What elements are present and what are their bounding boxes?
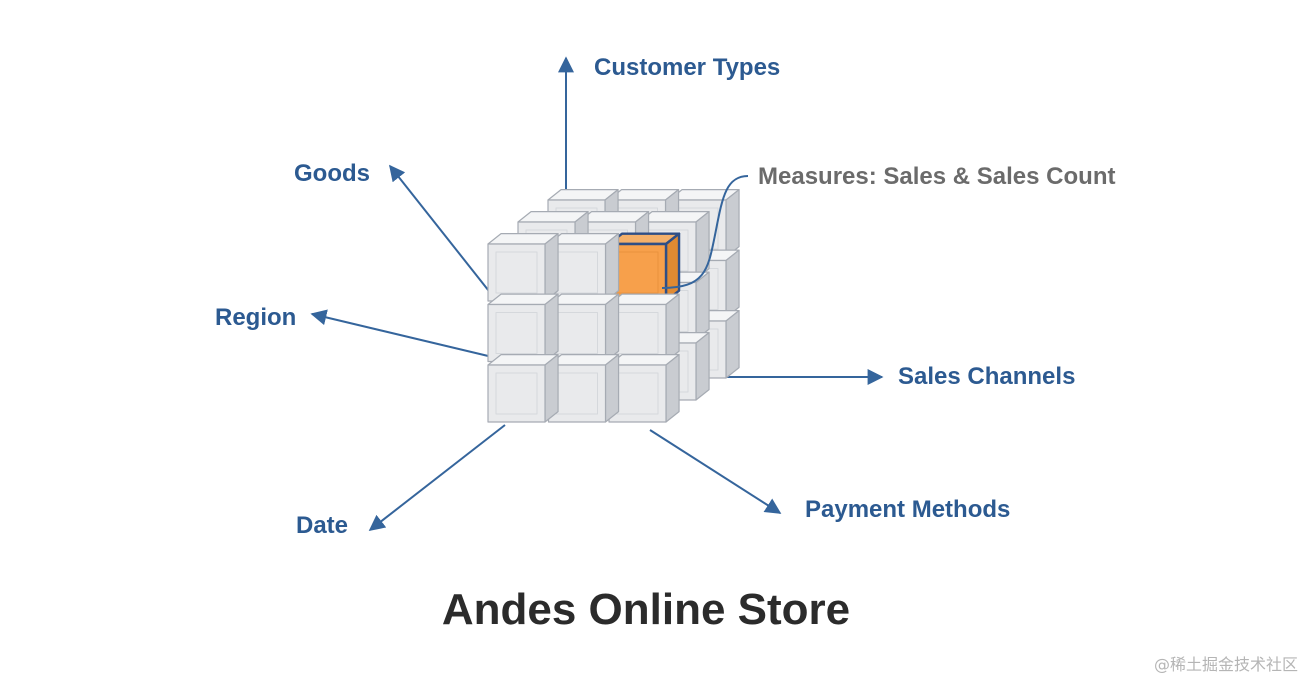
cube-side-face [665, 354, 680, 423]
cube-front-face [487, 243, 546, 302]
cube-front-face [487, 364, 546, 423]
axis-date-arrow [368, 424, 506, 531]
diagram-title: Andes Online Store [442, 585, 850, 634]
cube-cell [487, 354, 559, 423]
cube-cell [547, 233, 620, 302]
cube-front-face [487, 303, 546, 363]
axis-label-date: Date [296, 512, 348, 539]
measure-connector-line [661, 175, 749, 289]
axis-label-customer-types: Customer Types [594, 54, 780, 81]
highlighted-cube-cell [607, 232, 681, 303]
measure-label: Measures: Sales & Sales Count [758, 163, 1115, 190]
cube-side-face [604, 233, 620, 302]
cube-side-face [695, 271, 710, 341]
cube-side-face [604, 354, 620, 423]
cube-side-face [725, 189, 740, 258]
cube-inner-outline [495, 312, 538, 354]
cube-side-face [695, 332, 710, 401]
cube-side-face [664, 232, 681, 303]
cube-side-face [725, 310, 740, 379]
cube-cell [547, 293, 620, 363]
cube-cell [487, 293, 559, 363]
cube-side-face [725, 249, 740, 319]
cube-cell [547, 354, 620, 423]
cube-cell [487, 233, 559, 302]
cube-side-face [665, 293, 680, 363]
axis-payment-methods-arrow [649, 429, 782, 514]
axis-label-region: Region [215, 304, 296, 331]
watermark: @稀土掘金技术社区 [1154, 655, 1298, 674]
cube-grid [487, 189, 740, 423]
cube-cell [608, 354, 680, 423]
cube-inner-outline [495, 372, 538, 415]
axis-goods-arrow [389, 164, 497, 301]
axis-region-arrow [310, 309, 506, 361]
axis-label-sales-channels: Sales Channels [898, 363, 1075, 390]
cube-side-face [604, 293, 620, 363]
axis-label-goods: Goods [294, 160, 370, 187]
cube-side-face [544, 293, 559, 363]
cube-inner-outline [495, 251, 538, 294]
cube-side-face [695, 211, 710, 280]
axis-label-payment-methods: Payment Methods [805, 496, 1010, 523]
axis-lines [310, 56, 884, 531]
cube-cell [608, 293, 680, 363]
cube-side-face [544, 354, 559, 423]
cube-side-face [544, 233, 559, 302]
